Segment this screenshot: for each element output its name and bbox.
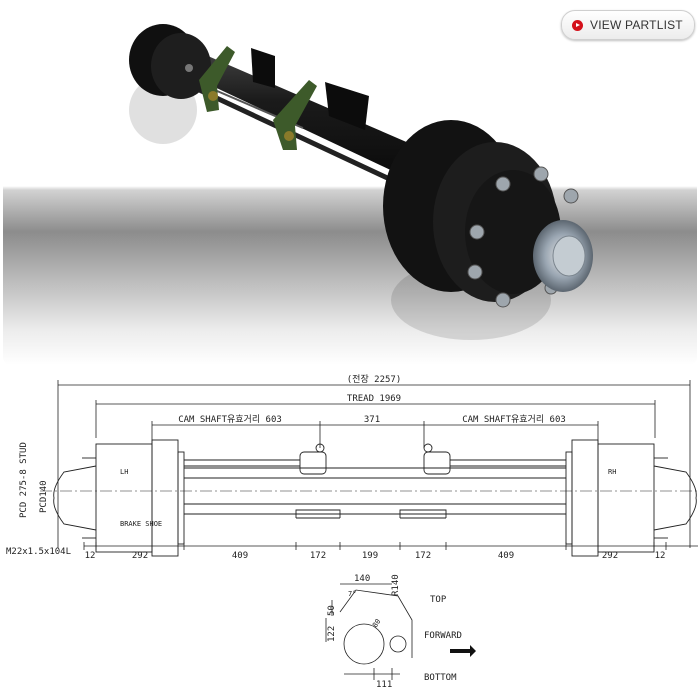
dim-bottom-3: 409 bbox=[232, 551, 248, 561]
spring-seat-right bbox=[325, 82, 369, 130]
view-partlist-button[interactable]: VIEW PARTLIST bbox=[561, 10, 695, 40]
forward-arrow-icon bbox=[450, 645, 476, 657]
rh-label: RH bbox=[608, 468, 616, 476]
dim-bottom-1: 12 bbox=[85, 551, 96, 561]
overall-length-label: (전장 2257) bbox=[347, 374, 402, 385]
cam-shaft-mid-label: 371 bbox=[364, 415, 380, 425]
dim-bottom-5: 199 bbox=[362, 551, 378, 561]
detail-angle-label: 7° bbox=[348, 590, 356, 598]
detail-view bbox=[325, 583, 413, 680]
axle-illustration bbox=[129, 24, 593, 340]
technical-drawing: (전장 2257) TREAD 1969 CAM SHAFT유효거리 603 3… bbox=[6, 374, 700, 690]
dim-bottom-4: 172 bbox=[310, 551, 326, 561]
top-label: TOP bbox=[430, 595, 447, 605]
thread-spec-label: M22x1.5x104L bbox=[6, 547, 71, 557]
view-partlist-label: VIEW PARTLIST bbox=[590, 18, 683, 32]
brake-shoe-label: BRAKE SHOE bbox=[120, 520, 162, 528]
dim-bottom-9: 12 bbox=[655, 551, 666, 561]
tread-label: TREAD 1969 bbox=[347, 394, 401, 404]
spring-seat-left bbox=[251, 48, 275, 88]
cam-shaft-left-label: CAM SHAFT유효거리 603 bbox=[178, 414, 282, 425]
detail-122-label: 122 bbox=[327, 626, 337, 642]
detail-r140-label: R140 bbox=[391, 574, 401, 596]
detail-111-label: 111 bbox=[376, 680, 392, 690]
cam-shaft-right-label: CAM SHAFT유효거리 603 bbox=[462, 414, 566, 425]
slack-adjuster-left bbox=[199, 46, 235, 112]
detail-50-label: 50 bbox=[327, 605, 337, 616]
play-icon bbox=[572, 19, 583, 31]
dim-bottom-6: 172 bbox=[415, 551, 431, 561]
detail-140-label: 140 bbox=[354, 574, 370, 584]
stud-pcd-label: PCD 275-8 STUD bbox=[19, 442, 29, 518]
bottom-label: BOTTOM bbox=[424, 673, 457, 683]
lh-label: LH bbox=[120, 468, 128, 476]
slack-adjuster-right bbox=[273, 80, 317, 150]
detail-80-label: 80 bbox=[371, 618, 382, 630]
product-photo bbox=[3, 0, 697, 365]
axle-side-view bbox=[40, 439, 700, 557]
dim-bottom-7: 409 bbox=[498, 551, 514, 561]
dim-bottom-8: 292 bbox=[602, 551, 618, 561]
dim-bottom-2: 292 bbox=[132, 551, 148, 561]
pcd-label: PCD140 bbox=[39, 480, 49, 513]
forward-label: FORWARD bbox=[424, 631, 462, 641]
